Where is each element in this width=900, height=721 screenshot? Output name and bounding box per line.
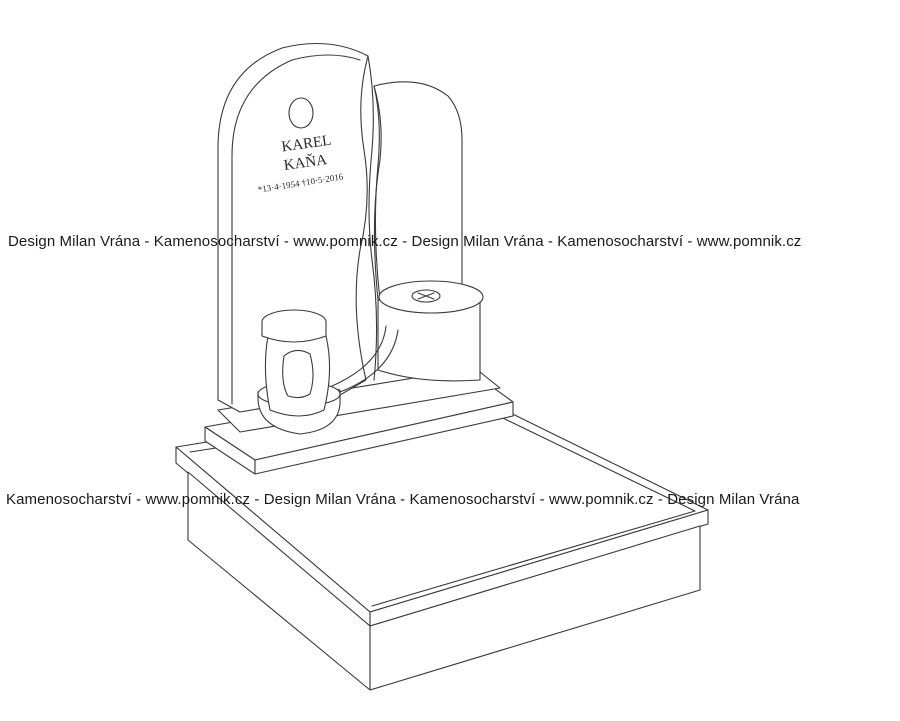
back-stele	[373, 81, 463, 301]
inscription-last-name: KAŇA	[283, 151, 328, 174]
lantern	[257, 309, 341, 435]
portrait-oval	[288, 97, 314, 129]
vase-holder-block	[331, 280, 484, 393]
inscription-first-name: KAREL	[281, 133, 333, 156]
main-stele	[217, 42, 378, 413]
